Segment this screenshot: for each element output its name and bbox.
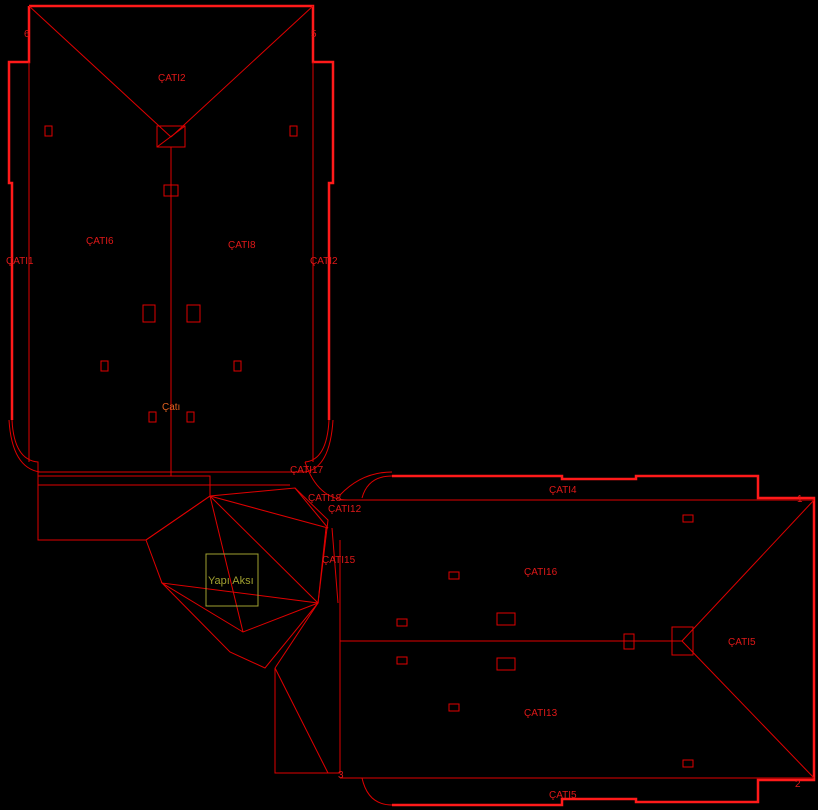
label-cati16: ÇATI16 (524, 567, 558, 578)
label-cati-center: Çatı (162, 402, 180, 413)
label-cati8: ÇATI8 (228, 240, 256, 251)
point-number-3: 3 (338, 770, 344, 781)
point-number-1: 1 (797, 494, 803, 505)
east-wing-outline (340, 474, 816, 807)
point-number-2: 2 (795, 779, 801, 790)
label-cati4: ÇATI4 (549, 485, 577, 496)
label-cati2-right: ÇATI2 (310, 256, 338, 267)
connection-area (37, 461, 393, 774)
label-cati1: ÇATI1 (6, 256, 34, 267)
label-cati5-bottom: ÇATI5 (549, 790, 577, 801)
label-cati17: ÇATI17 (290, 465, 324, 476)
label-cati5-right: ÇATI5 (728, 637, 756, 648)
label-cati6: ÇATI6 (86, 236, 114, 247)
label-cati13: ÇATI13 (524, 708, 558, 719)
label-cati15: ÇATI15 (322, 555, 356, 566)
point-number-6: 6 (24, 29, 30, 40)
label-cati2-top: ÇATI2 (158, 73, 186, 84)
label-cati12: ÇATI12 (328, 504, 362, 515)
label-yapi-aksi: Yapı Aksı (208, 575, 254, 587)
north-wing-outline (7, 4, 335, 482)
structure-axis-box (205, 553, 259, 607)
label-cati18: ÇATI18 (308, 493, 342, 504)
point-number-5: 5 (311, 29, 317, 40)
